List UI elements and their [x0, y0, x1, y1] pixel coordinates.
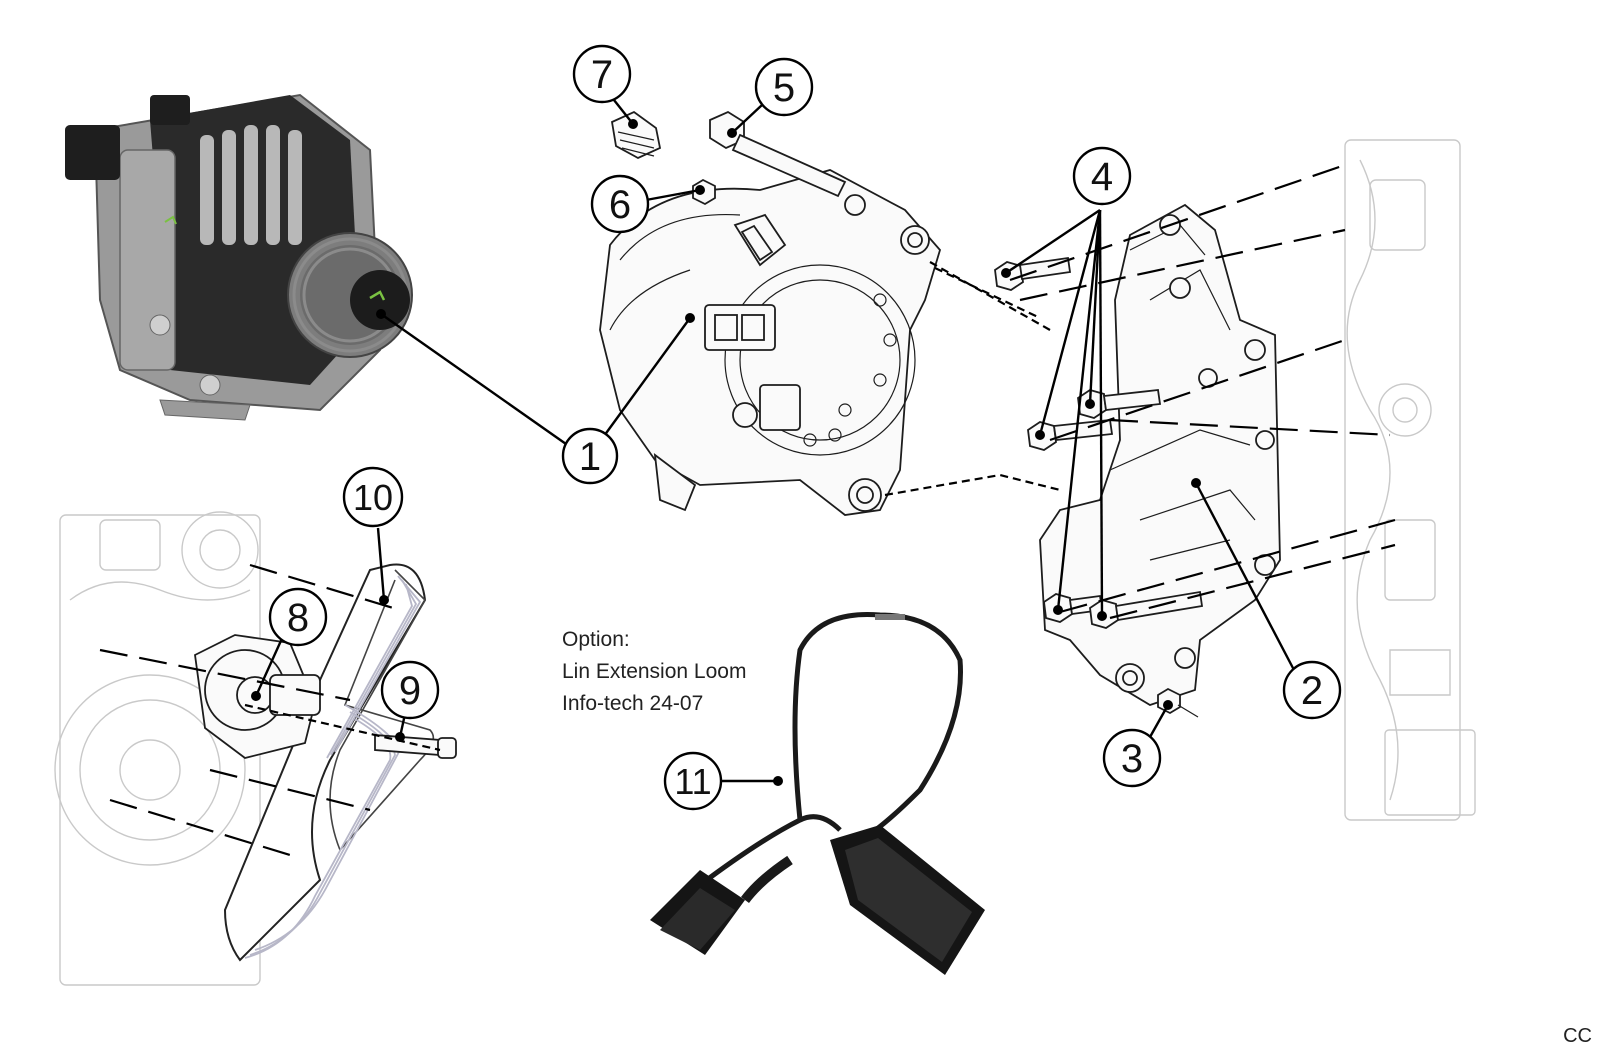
ghost-engine-right [1344, 139, 1476, 821]
callout-4: 4 [1072, 146, 1132, 206]
callout-6: 6 [590, 174, 650, 234]
callout-11-label: 11 [674, 761, 711, 802]
tensioner-bolt [374, 734, 457, 759]
callout-10: 10 [342, 466, 404, 528]
option-note-line-2: Lin Extension Loom [562, 660, 747, 683]
callout-5: 5 [754, 57, 814, 117]
part-cap [610, 110, 662, 160]
callout-10-label: 10 [353, 477, 393, 518]
alternator-line-drawing [599, 169, 942, 516]
corner-code: CC [1563, 1025, 1592, 1047]
callout-3: 3 [1102, 728, 1162, 788]
callout-11: 11 [663, 751, 723, 811]
callout-7-label: 7 [591, 53, 613, 97]
callout-1-label: 1 [579, 435, 601, 479]
callout-7: 7 [572, 44, 632, 104]
callout-8: 8 [268, 587, 328, 647]
alignment-lines-right [884, 163, 1396, 620]
alternator-photo [65, 93, 413, 421]
option-note-line-1: Option: [562, 628, 630, 651]
callout-1: 1 [561, 427, 619, 485]
part-terminal [740, 224, 774, 262]
callout-6-label: 6 [609, 183, 631, 227]
lin-extension-loom [650, 611, 985, 975]
callout-9-label: 9 [399, 669, 421, 713]
callout-2: 2 [1282, 660, 1342, 720]
option-note-line-3: Info-tech 24-07 [562, 692, 704, 715]
alignment-lines-left [99, 563, 441, 857]
callout-5-label: 5 [773, 66, 795, 110]
part-stud [709, 110, 847, 198]
callout-4-label: 4 [1091, 155, 1113, 199]
callout-3-label: 3 [1121, 737, 1143, 781]
mounting-bracket [1039, 203, 1281, 706]
drive-belt [223, 563, 435, 962]
callout-8-label: 8 [287, 596, 309, 640]
callout-9: 9 [380, 660, 440, 720]
option-note: Option: Lin Extension Loom Info-tech 24-… [562, 624, 746, 720]
callout-2-label: 2 [1301, 669, 1323, 713]
